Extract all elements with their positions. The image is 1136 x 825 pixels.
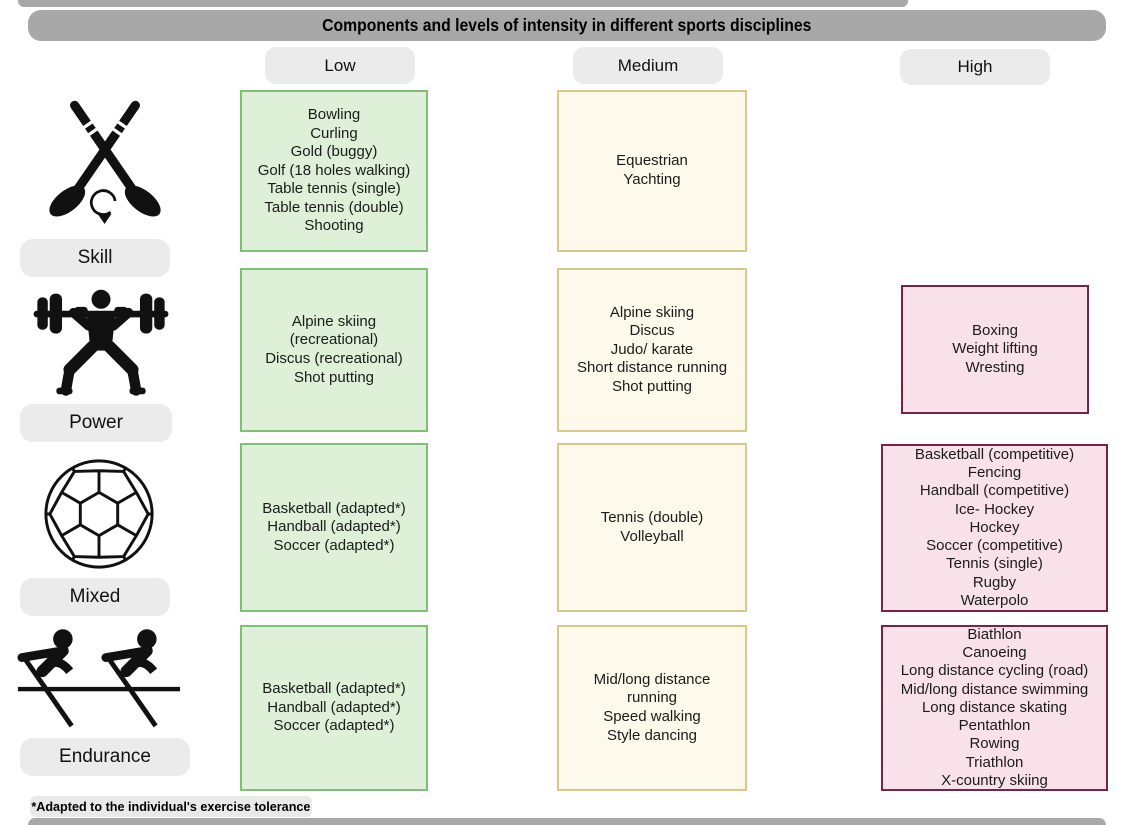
sport-line: Tennis (single) — [946, 555, 1043, 573]
sport-line: Alpine skiing — [609, 303, 695, 321]
sport-line: Shooting — [304, 217, 364, 235]
sport-line: Fencing — [967, 463, 1022, 481]
sport-line: Alpine skiing — [291, 312, 377, 330]
cell-power-low: Alpine skiing(recreational)Discus (recre… — [240, 268, 428, 432]
sport-line: Mid/long distance — [593, 670, 711, 688]
sport-list: Tennis (double)Volleyball — [601, 509, 704, 546]
column-header-low-label: Low — [324, 55, 356, 75]
sport-line: Discus (recreational) — [265, 350, 403, 367]
sport-line: Soccer (adapted*) — [273, 717, 395, 735]
sport-list: Basketball (adapted*)Handball (adapted*)… — [262, 500, 405, 556]
column-header-high: High — [900, 49, 1050, 85]
sport-line: Golf (18 holes walking) — [257, 161, 411, 179]
title-bar: Components and levels of intensity in di… — [28, 10, 1106, 41]
row-label-power: Power — [20, 404, 172, 442]
sport-line: Basketball (adapted*) — [262, 680, 406, 698]
sport-line: Shot putting — [293, 368, 375, 386]
sport-line: Pentathlon — [958, 717, 1031, 735]
sport-line: running — [626, 689, 678, 707]
row-label-endurance: Endurance — [20, 738, 190, 776]
row-label-skill: Skill — [20, 239, 170, 277]
sport-line: Speed walking — [603, 708, 701, 725]
sport-line: Hockey — [969, 518, 1020, 536]
sport-list: Alpine skiing(recreational)Discus (recre… — [265, 313, 403, 387]
sport-line: Short distance running — [576, 359, 728, 377]
row-label-endurance-text: Endurance — [59, 746, 151, 767]
sport-line: Rugby — [972, 573, 1017, 591]
sport-line: Basketball (competitive) — [914, 445, 1075, 463]
row-label-mixed-text: Mixed — [69, 586, 121, 607]
sport-line: Boxing — [972, 321, 1018, 339]
sport-line: Bowling — [307, 105, 361, 123]
sport-line: Weight lifting — [952, 340, 1038, 358]
column-header-medium: Medium — [573, 47, 723, 84]
sport-line: Triathlon — [965, 753, 1024, 771]
sport-line: Table tennis (single) — [267, 180, 401, 198]
sport-line: X-country skiing — [941, 772, 1048, 790]
sport-line: Waterpolo — [960, 592, 1029, 610]
sport-line: Long distance cycling (road) — [900, 662, 1089, 680]
sport-line: Curling — [310, 124, 358, 142]
rowing-icon — [16, 628, 182, 741]
sport-line: Volleyball — [620, 527, 684, 545]
sport-line: Gold (buggy) — [290, 143, 378, 161]
sport-line: Rowing — [969, 735, 1020, 753]
sport-line: Basketball (adapted*) — [262, 499, 406, 517]
sport-line: Canoeing — [962, 643, 1027, 661]
footnote-text: *Adapted to the individual's exercise to… — [31, 799, 311, 814]
sport-line: Soccer (competitive) — [926, 537, 1063, 555]
column-header-high-label: High — [957, 57, 993, 76]
sport-line: Ice- Hockey — [954, 500, 1035, 518]
sport-line: Equestrian — [616, 152, 688, 170]
sport-line: Tennis (double) — [600, 508, 704, 526]
sport-line: Wresting — [965, 358, 1025, 376]
row-label-power-text: Power — [69, 412, 123, 433]
sport-line: Style dancing — [606, 726, 698, 744]
row-label-mixed: Mixed — [20, 578, 170, 616]
page-title: Components and levels of intensity in di… — [322, 15, 812, 35]
cell-mixed-low: Basketball (adapted*)Handball (adapted*)… — [240, 443, 428, 612]
sport-line: Soccer (adapted*) — [273, 536, 395, 554]
crossed-golf-clubs-icon — [30, 98, 180, 241]
weightlifter-icon — [26, 286, 176, 405]
sport-line: Handball (adapted*) — [267, 698, 401, 716]
row-label-skill-text: Skill — [77, 247, 113, 268]
sport-line: Judo/ karate — [610, 340, 694, 358]
sport-line: Yachting — [623, 171, 681, 188]
sport-line: Handball (adapted*) — [267, 518, 401, 536]
sport-line: Handball (competitive) — [919, 482, 1070, 500]
sport-line: Long distance skating — [921, 698, 1068, 716]
bottom-edge-bar — [28, 818, 1106, 825]
sport-line: (recreational) — [289, 331, 379, 349]
sport-line: Mid/long distance swimming — [900, 680, 1089, 698]
column-header-low: Low — [265, 47, 415, 84]
sport-list: Basketball (adapted*)Handball (adapted*)… — [262, 680, 405, 736]
cell-endurance-low: Basketball (adapted*)Handball (adapted*)… — [240, 625, 428, 791]
sport-line: Discus — [629, 322, 675, 340]
cell-mixed-medium: Tennis (double)Volleyball — [557, 443, 747, 612]
sport-line: Shot putting — [611, 377, 693, 395]
top-edge-bar — [18, 0, 908, 7]
soccer-ball-icon — [40, 450, 158, 583]
sport-line: Table tennis (double) — [264, 198, 404, 216]
column-header-medium-label: Medium — [617, 55, 679, 75]
sport-line: Biathlon — [967, 625, 1022, 643]
footnote: *Adapted to the individual's exercise to… — [30, 796, 312, 817]
